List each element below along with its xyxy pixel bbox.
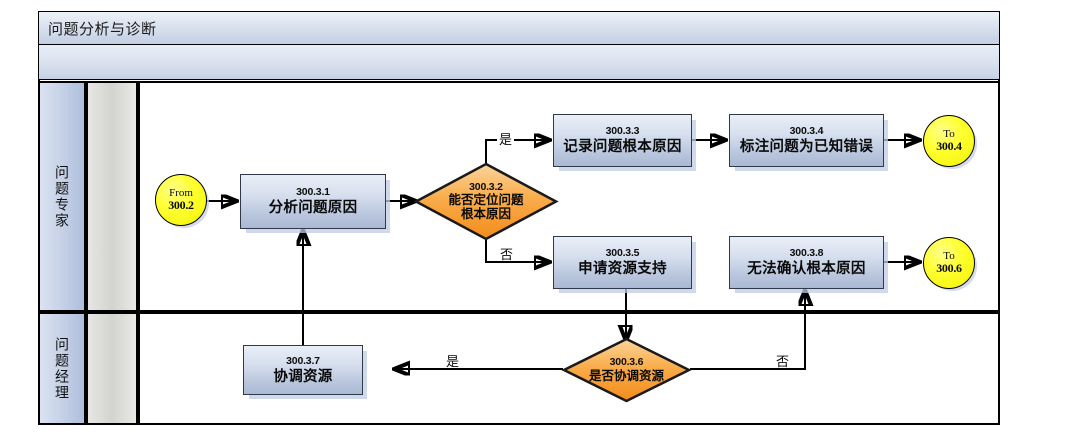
lane-label-problem-manager: 问题经理 [54,336,70,401]
diagram-title-bar: 问题分析与诊断 [38,11,1000,45]
process-300-3-1-code: 300.3.1 [296,186,330,199]
terminator-to-300-4-line1: To [943,128,955,141]
process-300-3-7-label: 协调资源 [273,368,333,385]
terminator-to-300-4-line2: 300.4 [936,139,962,154]
process-300-3-4[interactable]: 300.3.4 标注问题为已知错误 [729,114,884,167]
process-300-3-3-code: 300.3.3 [605,125,640,138]
terminator-to-300-6-line1: To [943,250,955,263]
process-300-3-7-code: 300.3.7 [286,354,320,367]
process-300-3-5-code: 300.3.5 [605,247,640,260]
process-300-3-3-label: 记录问题根本原因 [563,139,682,156]
lane-subcolumn-manager [86,312,138,425]
lane-header-problem-expert: 问题专家 [38,81,86,312]
edge-label-d2-yes: 是 [497,132,515,147]
decision-300-3-6[interactable]: 300.3.6 是否协调资源 [561,337,692,403]
decision-300-3-2[interactable]: 300.3.2 能否定位问题 根本原因 [413,162,559,241]
edge-label-d6-yes: 是 [444,354,462,369]
process-300-3-4-label: 标注问题为已知错误 [739,139,874,156]
diagram-title: 问题分析与诊断 [48,20,157,38]
process-300-3-8[interactable]: 300.3.8 无法确认根本原因 [729,236,884,289]
process-300-3-1[interactable]: 300.3.1 分析问题原因 [240,174,386,229]
process-300-3-5-label: 申请资源支持 [578,261,667,278]
terminator-from-line2: 300.2 [168,198,194,213]
terminator-from-300-2[interactable]: From 300.2 [155,174,207,226]
lane-header-problem-manager: 问题经理 [38,312,86,425]
terminator-to-300-6[interactable]: To 300.6 [923,237,975,289]
edge-label-d6-no: 否 [774,354,792,369]
process-300-3-5[interactable]: 300.3.5 申请资源支持 [553,236,692,289]
process-300-3-3[interactable]: 300.3.3 记录问题根本原因 [553,114,692,167]
edge-label-d2-no: 否 [498,247,516,262]
process-300-3-8-label: 无法确认根本原因 [747,261,866,278]
process-300-3-1-label: 分析问题原因 [268,200,358,217]
terminator-to-300-4[interactable]: To 300.4 [923,115,975,167]
lane-label-problem-expert: 问题专家 [54,164,70,229]
process-300-3-4-code: 300.3.4 [789,125,824,138]
diagram-subtitle-bar [38,45,1000,80]
terminator-to-300-6-line2: 300.6 [936,261,962,276]
process-300-3-8-code: 300.3.8 [789,247,824,260]
lane-subcolumn-expert [86,81,138,312]
terminator-from-line1: From [169,187,193,200]
process-300-3-7[interactable]: 300.3.7 协调资源 [243,345,363,395]
